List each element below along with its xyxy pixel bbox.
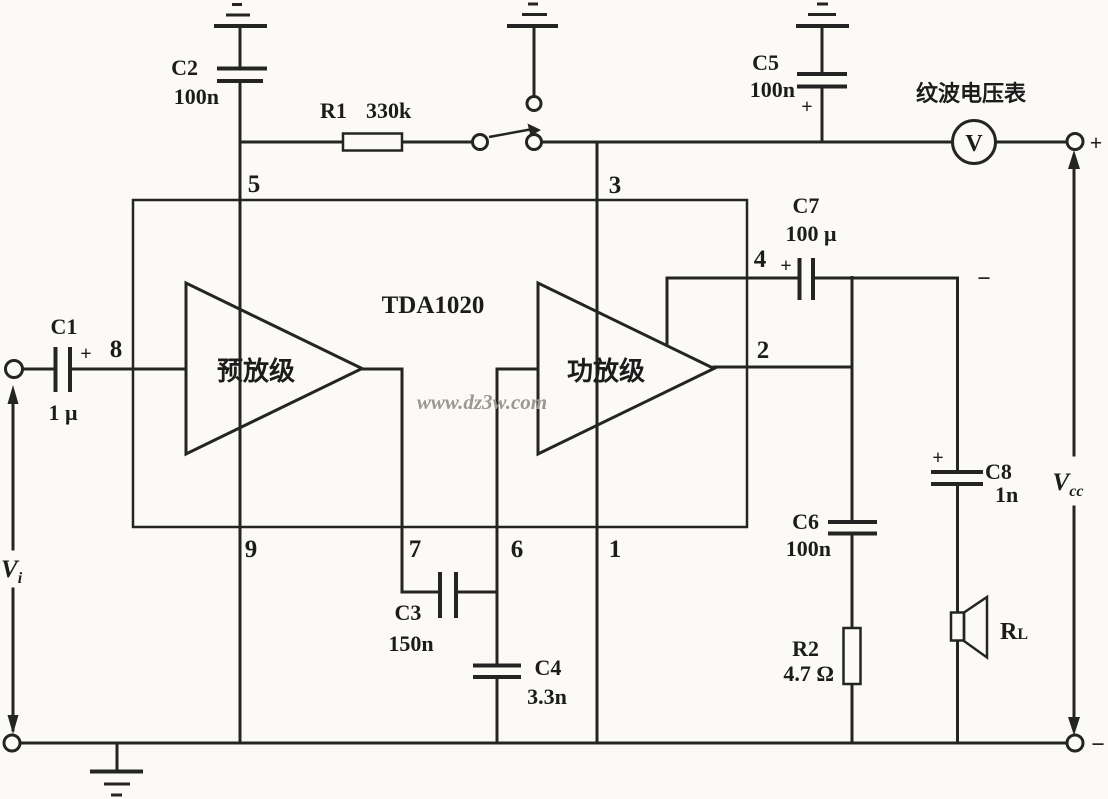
r2-resistor (842, 626, 862, 686)
switch-contact-right (525, 133, 543, 151)
c6-name: C6 (792, 509, 819, 534)
c2-capacitor (217, 66, 267, 83)
input-terminal (4, 359, 24, 379)
c8-name: C8 (985, 459, 1012, 484)
c8-value: 1n (995, 482, 1018, 507)
switch-blade-arrow (527, 123, 541, 136)
c4-value: 3.3n (527, 684, 567, 709)
c5-name: C5 (752, 50, 779, 75)
c7-value: 100 μ (786, 221, 838, 246)
c2-name: C2 (171, 55, 198, 80)
c1-capacitor (53, 347, 72, 392)
c7-plus-sign: + (780, 255, 791, 277)
switch-contact-left (471, 133, 489, 151)
c7-capacitor (797, 258, 815, 300)
voltmeter-label: 纹波电压表 (916, 81, 1027, 106)
wires (18, 26, 1069, 771)
ground-icon-bottom (90, 769, 143, 797)
c5-plus-sign: + (801, 96, 812, 118)
pin-7: 7 (409, 536, 422, 563)
c7-name: C7 (793, 193, 820, 218)
c1-name: C1 (51, 314, 78, 339)
switch-blade (488, 128, 531, 139)
pin-1: 1 (609, 536, 622, 563)
pin-2: 2 (757, 337, 770, 364)
poweramp-label: 功放级 (567, 356, 645, 386)
ground-icon-c5 (796, 2, 849, 28)
c2-value: 100n (174, 84, 219, 109)
output-minus-sign: − (977, 266, 991, 292)
pin-8: 8 (110, 336, 123, 363)
r2-name: R2 (792, 636, 819, 661)
vcc-arrow (1068, 150, 1080, 736)
ic-outline (131, 198, 749, 529)
r2-value: 4.7 Ω (783, 661, 834, 686)
switch (471, 95, 543, 151)
c5-value: 100n (750, 77, 795, 102)
supply-minus-sign: − (1091, 732, 1105, 758)
pin-5: 5 (248, 171, 261, 198)
c3-capacitor (438, 572, 458, 618)
c5-capacitor (797, 72, 847, 89)
rl-label: RL (1000, 619, 1028, 645)
supply-plus-terminal (1065, 132, 1085, 151)
c8-plus-sign: + (932, 447, 943, 469)
c6-capacitor (828, 520, 877, 536)
ground-icon-c2 (214, 3, 267, 28)
watermark: www.dz3w.com (417, 390, 547, 414)
supply-plus-sign: + (1090, 130, 1103, 155)
r1-name: R1 (320, 98, 347, 123)
pin-9: 9 (245, 536, 258, 563)
switch-contact-upper (525, 95, 543, 112)
pin-6: 6 (511, 536, 524, 563)
pin-4: 4 (754, 246, 767, 273)
c8-capacitor (931, 470, 983, 486)
pin-3: 3 (609, 172, 622, 199)
c3-value: 150n (388, 631, 433, 656)
c6-value: 100n (786, 536, 831, 561)
speaker-icon (949, 594, 989, 660)
ground-icon-switch (507, 2, 558, 28)
c3-name: C3 (395, 600, 422, 625)
preamp-triangle-icon (184, 280, 366, 457)
voltmeter-symbol: V (965, 131, 983, 157)
ground-terminal-left (2, 733, 22, 753)
vi-arrow (7, 385, 19, 734)
vi-label: Vi (1, 556, 23, 587)
r1-resistor (341, 132, 404, 152)
c1-plus-sign: + (80, 343, 91, 365)
ic-part-number: TDA1020 (382, 292, 485, 319)
poweramp-triangle-icon (536, 280, 718, 457)
supply-minus-terminal (1065, 733, 1085, 753)
c1-value: 1 μ (49, 400, 79, 425)
c4-name: C4 (535, 655, 562, 680)
r1-value: 330k (366, 98, 412, 123)
preamp-label: 预放级 (217, 356, 295, 386)
c4-capacitor (473, 663, 521, 679)
vcc-label: Vcc (1053, 469, 1084, 500)
voltmeter-icon: V (951, 119, 997, 165)
